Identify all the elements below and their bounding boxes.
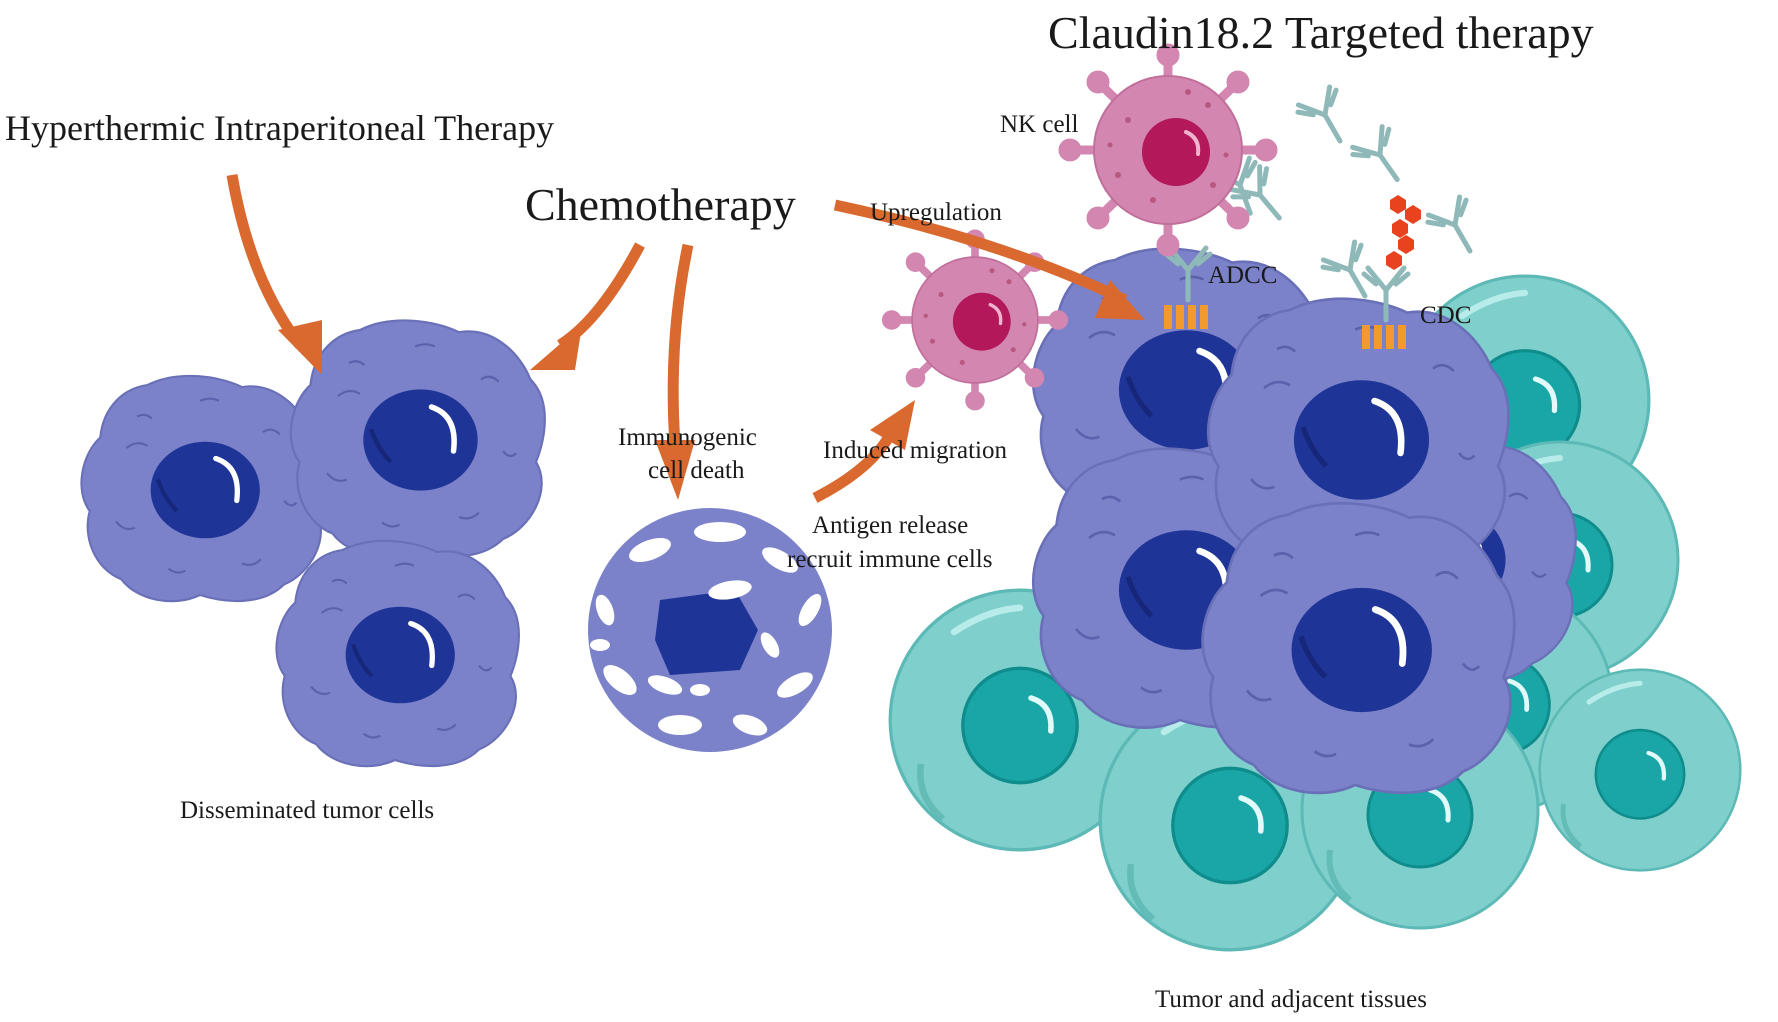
- icd-label-line2: cell death: [648, 457, 745, 484]
- arrow-icon: [226, 174, 305, 349]
- chemotherapy-label: Chemotherapy: [525, 179, 796, 230]
- arrow-icon: [556, 242, 645, 350]
- antigen-label-line2: recruit immune cells: [787, 546, 992, 573]
- hipec-label: Hyperthermic Intraperitoneal Therapy: [5, 108, 554, 148]
- antibody-icon: [1349, 124, 1415, 192]
- claudin-receptor-left: [1164, 305, 1208, 329]
- normal-cell-icon: [1540, 670, 1741, 871]
- upregulation-label: Upregulation: [870, 199, 1002, 226]
- tumor-cell-icon: [1203, 503, 1515, 793]
- arrow-icon: [833, 199, 1128, 305]
- arrow-icon: [530, 325, 582, 370]
- dying-cell-icon: [588, 508, 832, 752]
- nk-cell-label: NK cell: [1000, 111, 1078, 138]
- tumor-cell-icon: [291, 320, 545, 556]
- arrow-icon: [1095, 280, 1145, 320]
- arrow-icon: [278, 320, 322, 375]
- claudin-title: Claudin18.2 Targeted therapy: [1048, 7, 1594, 58]
- complement-icon: [1386, 195, 1421, 270]
- antigen-label-line1: Antigen release: [812, 512, 968, 539]
- tumor-tissues-label: Tumor and adjacent tissues: [1155, 986, 1427, 1013]
- arrow-icon: [870, 400, 915, 450]
- cdc-label: CDC: [1420, 302, 1471, 329]
- antibody-icon: [1425, 195, 1489, 262]
- icd-label-line1: Immunogenic: [618, 424, 757, 451]
- arrow-icon: [667, 243, 694, 446]
- antibody-icon: [1295, 85, 1359, 152]
- disseminated-label: Disseminated tumor cells: [180, 797, 434, 824]
- claudin-receptor-right: [1362, 325, 1406, 349]
- tumor-cell-icon: [276, 541, 518, 766]
- nk-cell-icon: [1063, 48, 1273, 252]
- adcc-label: ADCC: [1208, 262, 1277, 289]
- arrows: [226, 174, 1145, 503]
- arrow-icon: [812, 432, 895, 503]
- tumor-cell-icon: [81, 376, 323, 601]
- induced-migration-label: Induced migration: [823, 437, 1007, 464]
- arrow-icon: [655, 440, 695, 500]
